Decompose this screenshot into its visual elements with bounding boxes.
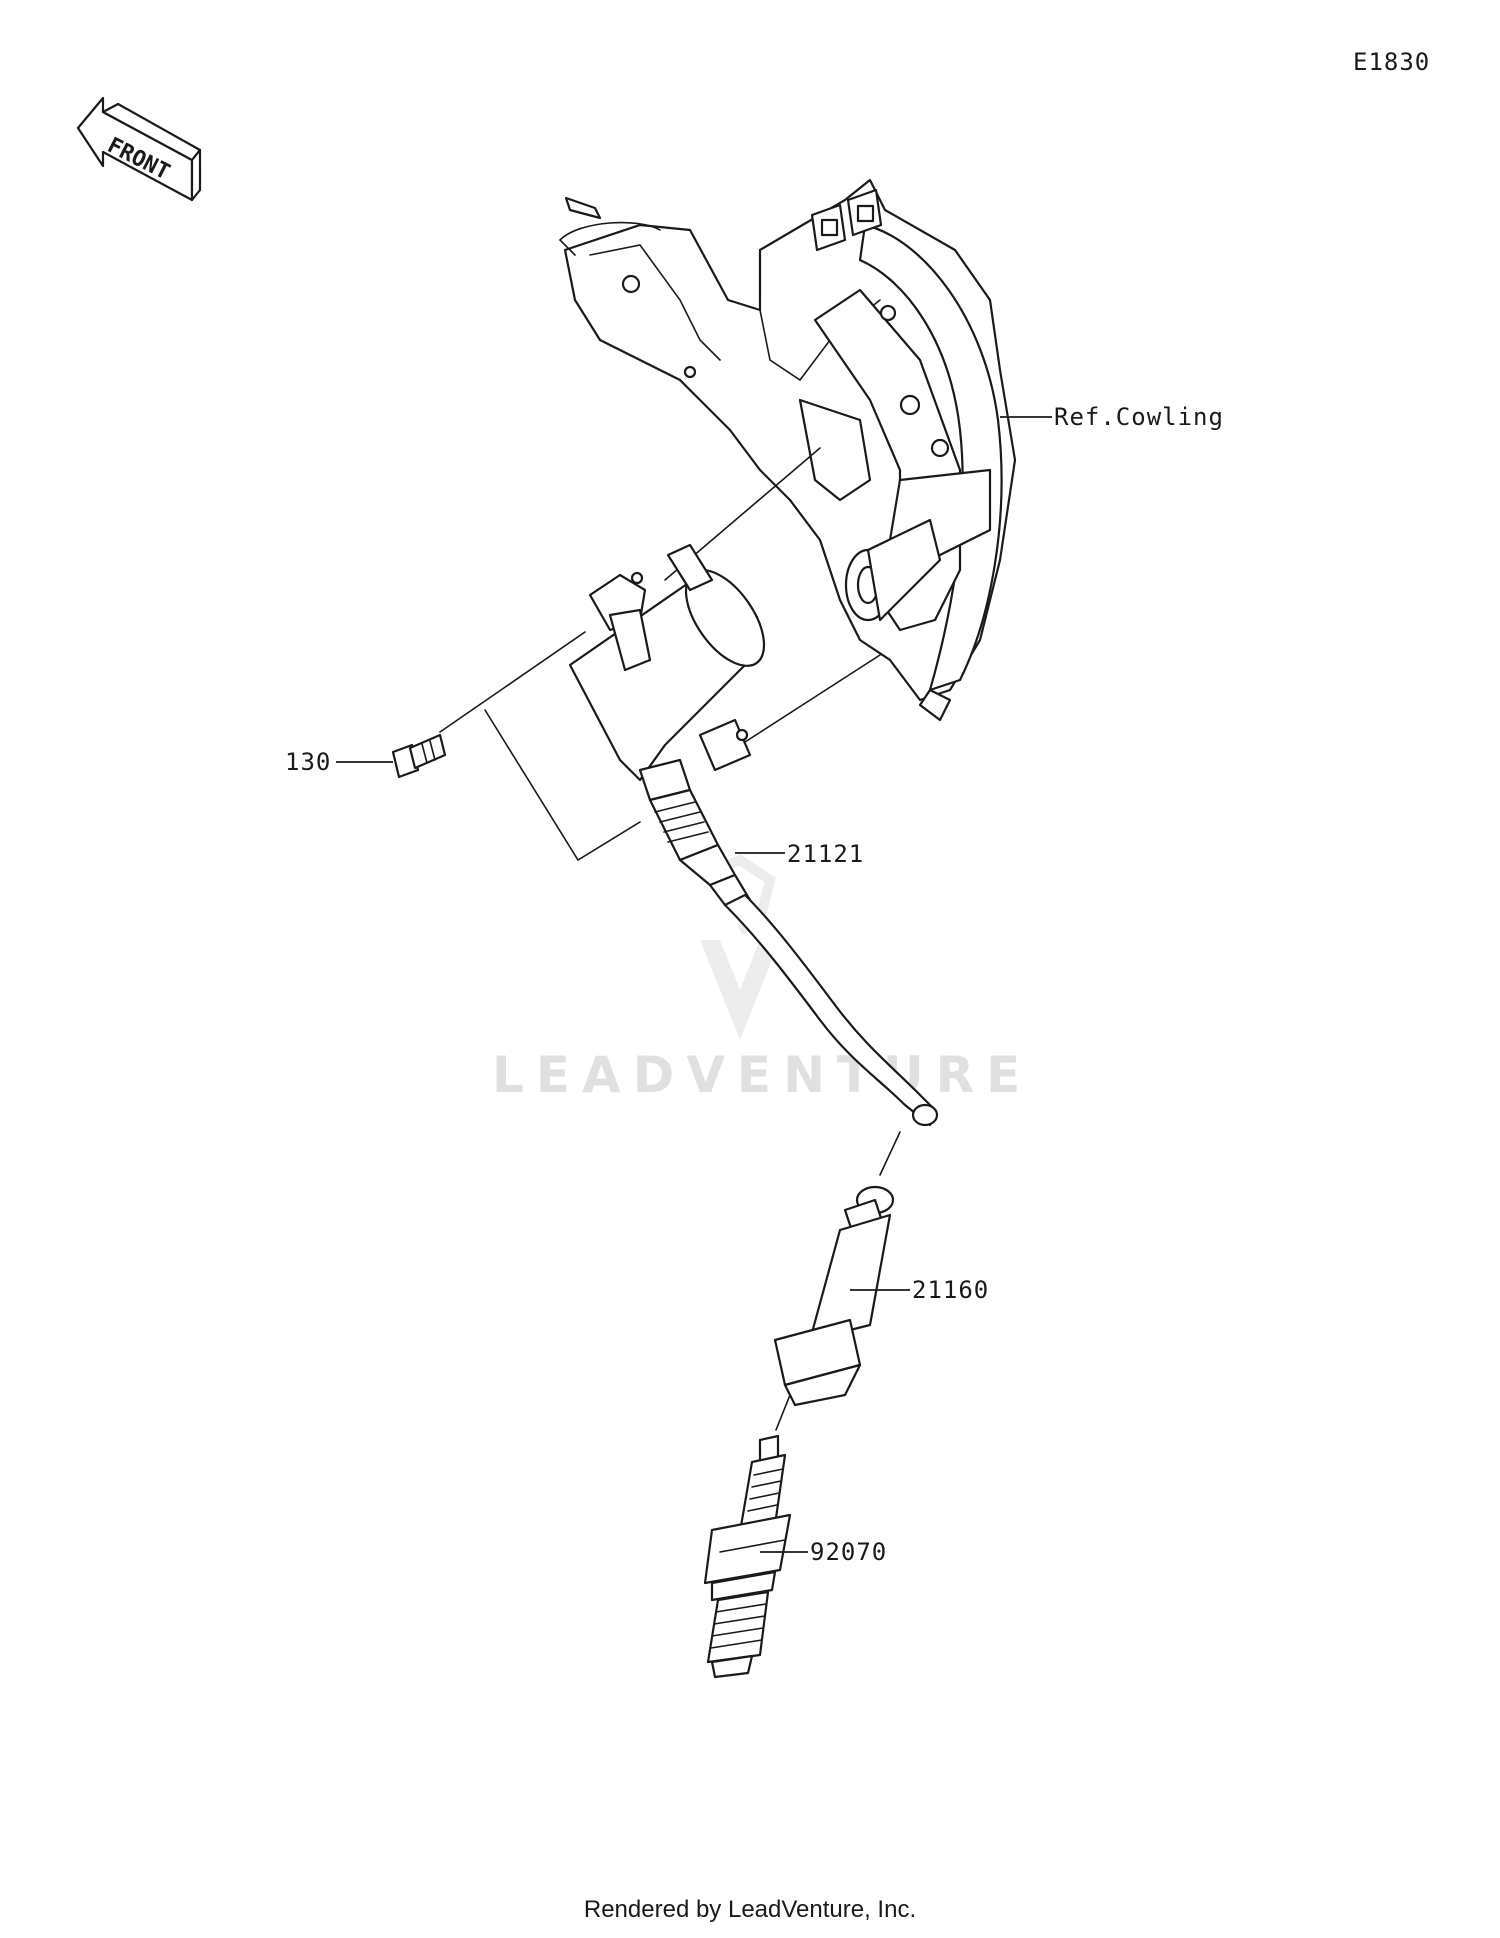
mount-line-lower — [744, 654, 881, 743]
bolt-bracket-line — [484, 709, 641, 862]
bolt-130 — [391, 733, 447, 779]
wire-end — [911, 1103, 939, 1127]
ref-cowling-label: Ref.Cowling — [1054, 403, 1224, 431]
diagram-code: E1830 — [1353, 48, 1430, 76]
cowling-bracket — [558, 178, 1017, 722]
watermark-logo-icon — [700, 940, 780, 1040]
spark-plug-92070 — [703, 1434, 792, 1679]
watermark: LEADVENTURE — [492, 854, 1032, 1104]
watermark-text: LEADVENTURE — [492, 1046, 1032, 1104]
plug-cap-label: 21160 — [912, 1276, 989, 1304]
spark-plug-label: 92070 — [810, 1538, 887, 1566]
bolt-line-upper — [439, 631, 586, 733]
front-arrow-icon: FRONT — [76, 96, 202, 202]
footer-credit: Rendered by LeadVenture, Inc. — [583, 1896, 917, 1923]
ignition-coil-label: 21121 — [787, 840, 864, 868]
bolt-label: 130 — [285, 748, 331, 776]
ignition-coil — [568, 543, 766, 907]
plug-cap-21160 — [773, 1185, 895, 1407]
wire-to-cap-line — [879, 1131, 901, 1176]
cap-to-plug-line — [775, 1394, 791, 1431]
